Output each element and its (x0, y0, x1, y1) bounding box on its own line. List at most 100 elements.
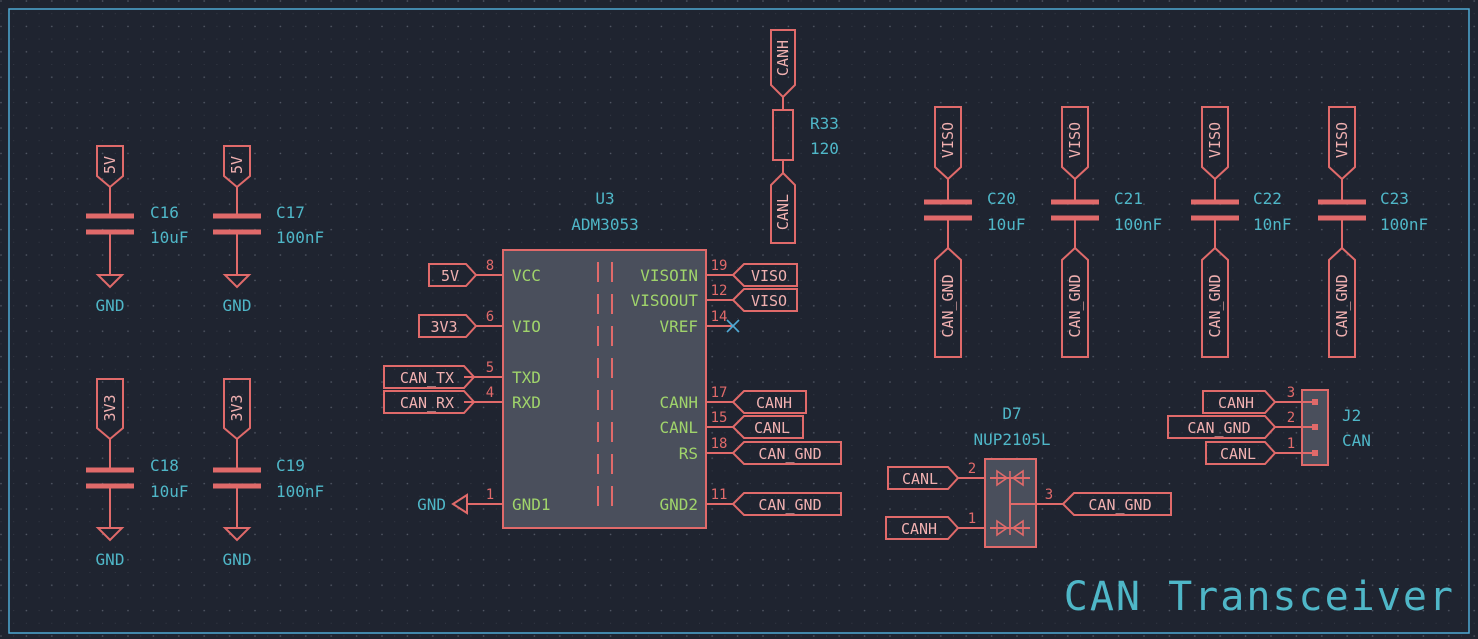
gnd-symbol-u3[interactable]: GND (417, 493, 468, 515)
net-label-can-gnd[interactable]: CAN_GND (731, 441, 842, 465)
pin-name: VCC (512, 266, 541, 285)
svg-text:3V3: 3V3 (430, 318, 457, 336)
pin-number: 3 (1045, 487, 1053, 503)
ic-value: ADM3053 (571, 215, 638, 234)
pin-number: 2 (968, 461, 976, 477)
cap-value: 10uF (150, 482, 189, 501)
gnd-label: GND (96, 550, 125, 569)
diode-value: NUP2105L (973, 430, 1050, 449)
net-label-can-gnd: CAN_GND (939, 274, 957, 337)
resistor-value: 120 (810, 139, 839, 158)
net-label-can-rx[interactable]: CAN_RX (383, 390, 476, 414)
ic-u3[interactable]: U3 ADM3053 8 6 5 4 1 VCC VIO TXD RXD GND… (464, 189, 740, 529)
svg-text:CANH: CANH (901, 520, 937, 538)
pin-name: VISOIN (640, 266, 698, 285)
net-label-can-tx[interactable]: CAN_TX (383, 365, 476, 389)
connector-j2[interactable]: 3 2 1 J2 CAN (1275, 385, 1371, 466)
capacitor-c18[interactable]: 3V3 GND C18 10uF (86, 378, 189, 569)
capacitor-c19[interactable]: 3V3 GND C19 100nF (213, 378, 324, 569)
net-label-viso[interactable]: VISO (731, 288, 798, 312)
pin-name: VIO (512, 317, 541, 336)
pin-number: 15 (711, 410, 728, 426)
svg-text:CAN_GND: CAN_GND (758, 445, 821, 463)
cap-ref: C20 (987, 189, 1016, 208)
svg-text:CANL: CANL (754, 419, 790, 437)
cap-ref: C23 (1380, 189, 1409, 208)
pin-name: CANH (659, 393, 698, 412)
power-label-3v3: 3V3 (101, 394, 119, 421)
sheet-frame (8, 8, 1470, 634)
pin-name: CANL (659, 418, 698, 437)
svg-text:CAN_GND: CAN_GND (1187, 419, 1250, 437)
pin-number: 17 (711, 385, 728, 401)
net-label-canh[interactable]: CANH (885, 516, 960, 540)
resistor-r33[interactable]: CANH CANL R33 120 (770, 29, 839, 244)
pin-name: RS (679, 444, 698, 463)
net-label-3v3[interactable]: 3V3 (418, 314, 478, 338)
connector-value: CAN (1342, 431, 1371, 450)
svg-text:CANL: CANL (1220, 445, 1256, 463)
pin-name: TXD (512, 368, 541, 387)
sheet-title: CAN Transceiver (1064, 574, 1455, 620)
svg-text:CAN_GND: CAN_GND (1088, 496, 1151, 514)
capacitor-c16[interactable]: 5V GND C16 10uF (86, 145, 189, 315)
pin-number: 14 (711, 309, 728, 325)
svg-text:CAN_TX: CAN_TX (400, 369, 454, 387)
net-label-can-gnd: CAN_GND (1333, 274, 1351, 337)
net-label-can-gnd[interactable]: CAN_GND (731, 492, 842, 516)
gnd-label: GND (223, 296, 252, 315)
net-label-viso: VISO (939, 122, 957, 158)
tvs-diode-d7[interactable]: D7 NUP2105L 2 1 3 (958, 404, 1063, 548)
connector-ref: J2 (1342, 406, 1361, 425)
net-label-can-gnd: CAN_GND (1066, 274, 1084, 337)
cap-ref: C22 (1253, 189, 1282, 208)
diode-ref: D7 (1002, 404, 1021, 423)
net-label-canh: CANH (774, 40, 792, 76)
cap-value: 10uF (150, 228, 189, 247)
net-label-can-gnd[interactable]: CAN_GND (1061, 492, 1172, 516)
net-label-canl[interactable]: CANL (1205, 441, 1277, 465)
pin-name: GND1 (512, 495, 551, 514)
capacitor-c20[interactable]: VISO CAN_GND C20 10uF (924, 106, 1026, 358)
svg-text:VISO: VISO (751, 292, 787, 310)
power-label-5v: 5V (228, 156, 246, 174)
net-label-canh[interactable]: CANH (731, 390, 807, 414)
pin-number: 18 (711, 436, 728, 452)
pin-name: RXD (512, 393, 541, 412)
cap-value: 10uF (987, 215, 1026, 234)
pin-number: 8 (486, 258, 494, 274)
pin-number: 4 (486, 385, 494, 401)
pin-number: 1 (486, 487, 494, 503)
pin-number: 12 (711, 283, 728, 299)
net-label-canh[interactable]: CANH (1202, 390, 1277, 414)
svg-text:CAN_GND: CAN_GND (758, 496, 821, 514)
svg-text:CANH: CANH (756, 394, 792, 412)
svg-text:GND: GND (417, 495, 446, 514)
svg-text:CANH: CANH (1218, 394, 1254, 412)
net-label-canl: CANL (774, 194, 792, 230)
cap-value: 100nF (276, 482, 324, 501)
net-label-canl[interactable]: CANL (731, 415, 804, 439)
power-label-3v3: 3V3 (228, 394, 246, 421)
cap-ref: C17 (276, 203, 305, 222)
capacitor-c22[interactable]: VISO CAN_GND C22 10nF (1191, 106, 1292, 358)
svg-text:CAN_RX: CAN_RX (400, 394, 454, 412)
net-label-viso[interactable]: VISO (731, 263, 798, 287)
cap-value: 100nF (1114, 215, 1162, 234)
pin-number: 1 (968, 511, 976, 527)
ic-body (502, 249, 707, 529)
capacitor-c21[interactable]: VISO CAN_GND C21 100nF (1051, 106, 1162, 358)
pin-number: 5 (486, 360, 494, 376)
net-label-canl[interactable]: CANL (887, 466, 960, 490)
net-label-can-gnd[interactable]: CAN_GND (1167, 415, 1277, 439)
cap-ref: C16 (150, 203, 179, 222)
pin-number: 11 (711, 487, 728, 503)
net-label-5v[interactable]: 5V (428, 263, 478, 287)
net-label-can-gnd: CAN_GND (1206, 274, 1224, 337)
gnd-label: GND (223, 550, 252, 569)
capacitor-c17[interactable]: 5V GND C17 100nF (213, 145, 324, 315)
svg-text:VISO: VISO (751, 267, 787, 285)
pin-name: VISOOUT (631, 291, 699, 310)
capacitor-c23[interactable]: VISO CAN_GND C23 100nF (1318, 106, 1428, 358)
